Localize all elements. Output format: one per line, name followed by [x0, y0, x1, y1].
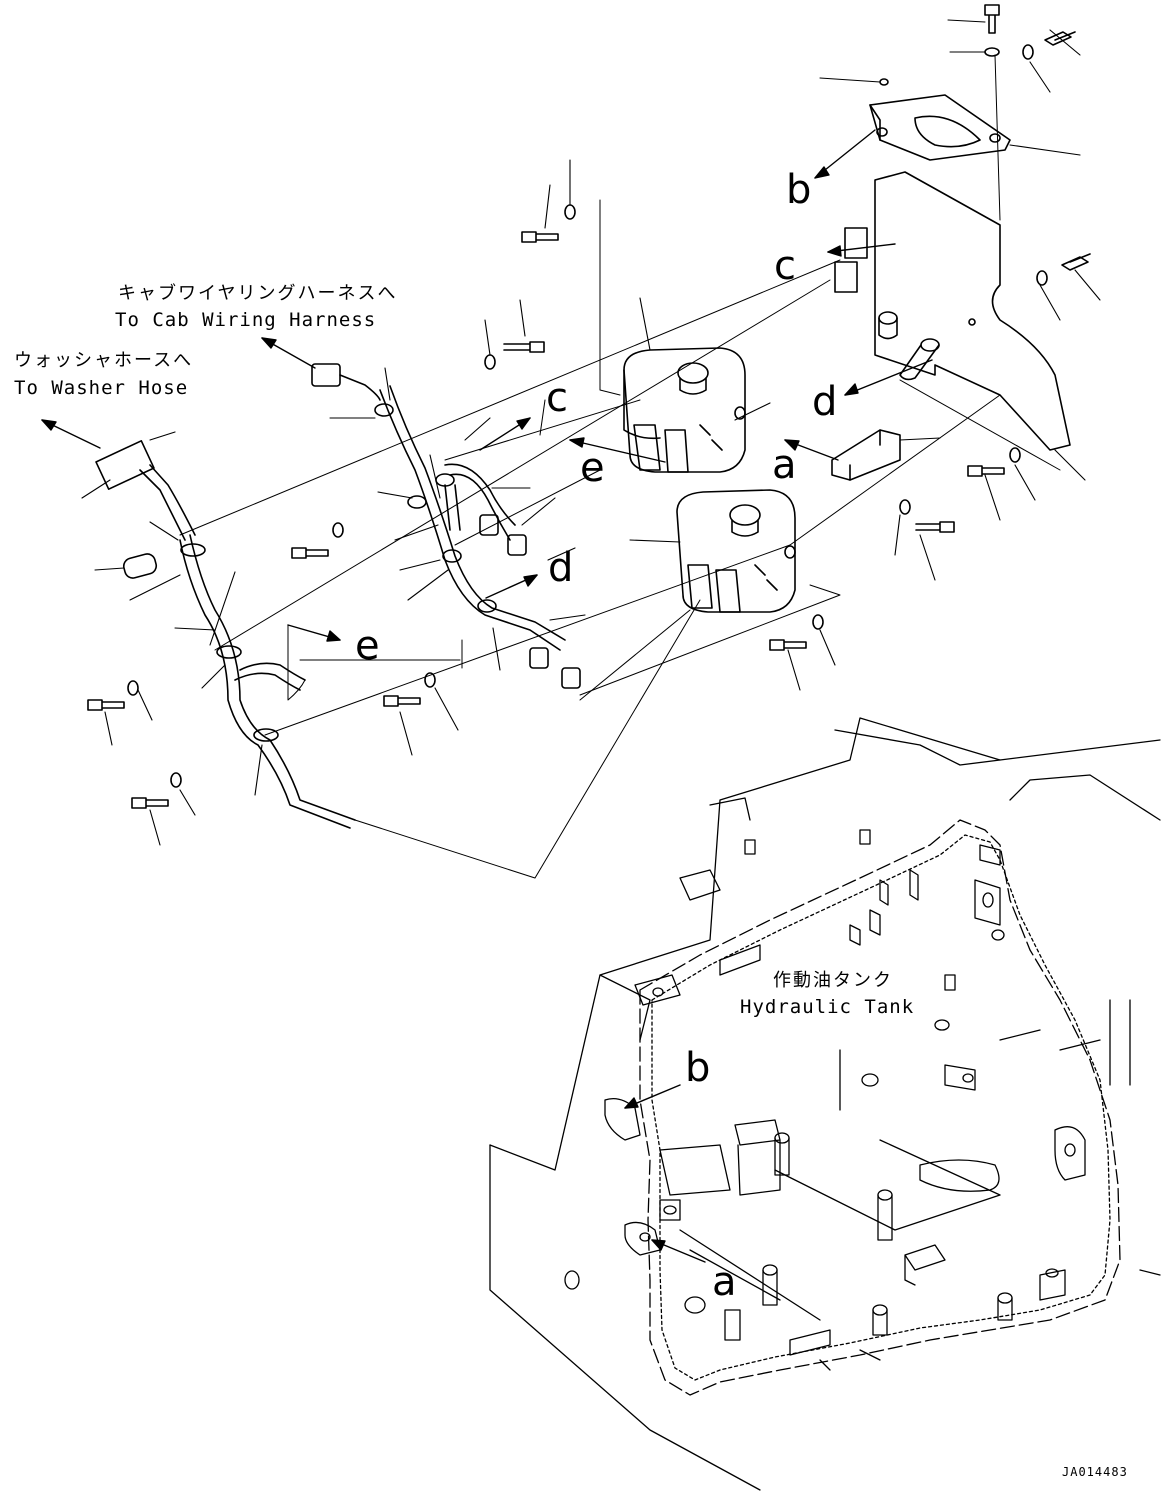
drawing-code: JA014483 [1062, 1465, 1128, 1479]
hydraulic-tank-label-jp: 作動油タンク [773, 970, 893, 991]
callout-a-lower: a [712, 1259, 737, 1305]
callout-e-left: e [355, 623, 380, 669]
callout-b-lower: b [685, 1045, 711, 1091]
callout-d-right: d [812, 379, 838, 425]
washer-hose-label-en: To Washer Hose [14, 377, 189, 399]
washer-tank-lower [676, 489, 796, 613]
callout-c-mid: c [546, 375, 568, 421]
leader-lines [81, 19, 1101, 846]
arrows [41, 129, 933, 1263]
washer-hose-label-jp: ウォッシャホースへ [14, 350, 194, 371]
wiring-harness [95, 363, 581, 829]
hydraulic-tank-label-en: Hydraulic Tank [740, 996, 915, 1018]
assembly-lines [179, 54, 1061, 879]
cab-wiring-harness-label-en: To Cab Wiring Harness [115, 309, 377, 331]
callout-a-upper: a [772, 442, 797, 488]
small-bracket [831, 429, 901, 481]
upper-bracket [869, 94, 1011, 161]
hydraulic-tank-frame [489, 717, 1161, 1491]
bolts [87, 4, 1091, 809]
mounting-plate [834, 171, 1071, 451]
callout-b-upper: b [786, 167, 812, 213]
callout-c-right: c [774, 243, 796, 289]
callout-e-mid: e [580, 445, 605, 491]
callout-d-mid: d [548, 545, 574, 591]
washer-tank-upper [623, 347, 746, 473]
cab-wiring-harness-label-jp: キャブワイヤリングハーネスへ [118, 283, 398, 304]
